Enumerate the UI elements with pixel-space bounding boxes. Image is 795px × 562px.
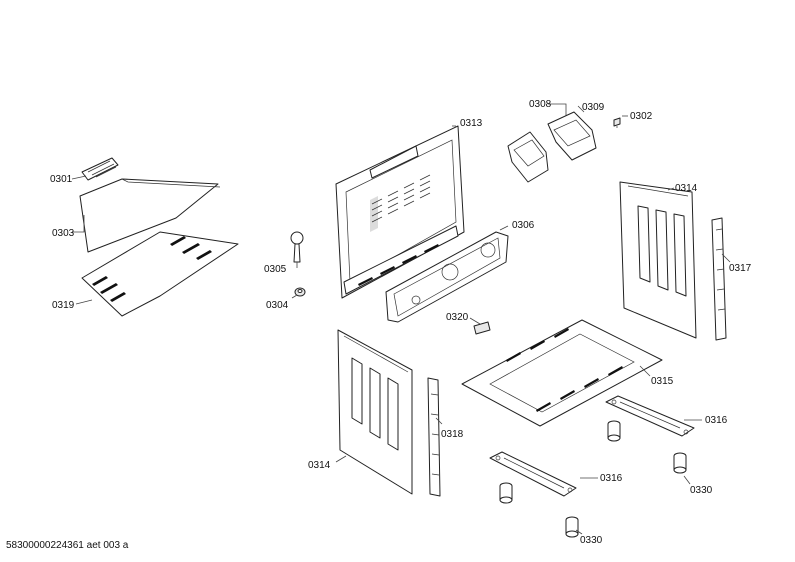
diagram-code: 58300000224361 aet 003 a <box>6 540 129 551</box>
part-0304-bush <box>291 287 306 299</box>
part-0330-foot-bottom <box>565 516 583 538</box>
part-0316-foot-bracket-upper <box>605 395 702 437</box>
label-0314-left: 0314 <box>308 460 331 471</box>
part-0319-floor-plate <box>75 231 239 317</box>
part-0303-side-panel <box>72 178 221 253</box>
label-0313: 0313 <box>460 118 483 129</box>
label-0303: 0303 <box>52 228 75 239</box>
part-labels: 0301 0303 0319 0305 0304 0313 0306 0320 … <box>50 99 752 546</box>
label-0301: 0301 <box>50 174 73 185</box>
part-0314-right-side-panel <box>619 181 697 339</box>
part-0302-screw <box>613 115 628 128</box>
part-0308-bracket <box>507 103 567 183</box>
label-0314-right: 0314 <box>675 183 698 194</box>
label-0330-right: 0330 <box>690 485 713 496</box>
part-0330-foot-right <box>673 452 691 485</box>
label-0320: 0320 <box>446 312 469 323</box>
part-0313-rear-wall <box>335 125 465 299</box>
part-0306-control-bracket <box>385 225 509 323</box>
part-0309-bracket <box>547 105 597 161</box>
label-0305: 0305 <box>264 264 287 275</box>
vent-slots <box>370 174 431 232</box>
part-0317-right-rail <box>711 217 731 341</box>
label-0330-bottom: 0330 <box>580 535 603 546</box>
label-0319: 0319 <box>52 300 75 311</box>
label-0302: 0302 <box>630 111 653 122</box>
label-0316-lower: 0316 <box>600 473 623 484</box>
part-0301-heater <box>71 157 119 181</box>
label-0315: 0315 <box>651 376 674 387</box>
part-0330-foot-upper <box>607 420 621 442</box>
part-0330-foot-mid <box>499 482 513 504</box>
label-0309: 0309 <box>582 102 605 113</box>
part-0305-sensor <box>290 231 304 268</box>
part-0314-left-side-panel <box>335 329 413 495</box>
part-0316-foot-bracket-lower <box>489 451 598 497</box>
label-0317: 0317 <box>729 263 752 274</box>
part-0320-clip <box>469 317 491 335</box>
label-0316-upper: 0316 <box>705 415 728 426</box>
label-0318: 0318 <box>441 429 464 440</box>
label-0306: 0306 <box>512 220 535 231</box>
part-0315-base-frame <box>461 319 663 427</box>
label-0308: 0308 <box>529 99 552 110</box>
part-0318-left-rail <box>427 377 443 497</box>
label-0304: 0304 <box>266 300 289 311</box>
